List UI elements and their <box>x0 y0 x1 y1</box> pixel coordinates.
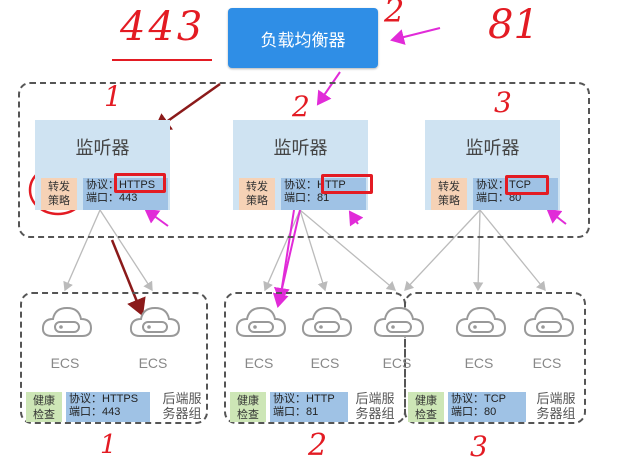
health-check: 健康 检查 <box>230 392 266 422</box>
backend-protocol-port: 协议：TCP 端口：80 <box>448 392 526 422</box>
ecs-node[interactable]: ECS <box>372 302 426 371</box>
magenta-arrow-port1 <box>144 208 169 227</box>
annotation-81: 81 <box>488 2 539 48</box>
listener-protocol-port: 协议：HTTP 端口：81 <box>281 178 366 210</box>
highlight-tcp <box>505 175 549 195</box>
protocol-value: TCP <box>509 179 531 191</box>
ecs-label: ECS <box>244 355 274 371</box>
backend-group-name: 后端服 务器组 <box>355 391 395 421</box>
cloud-server-icon <box>41 306 93 337</box>
annotation-group-2: 2 <box>308 428 328 463</box>
link-l3-ecs5 <box>404 209 481 291</box>
port-value: 81 <box>317 192 330 204</box>
link-l2-ecs3 <box>263 209 301 292</box>
listener-1[interactable]: 监听器 转发 策略 协议：HTTPS 端口：443 <box>35 120 170 210</box>
annotation-group-1: 1 <box>100 430 117 460</box>
listener-title: 监听器 <box>273 138 328 158</box>
listener-2[interactable]: 监听器 转发 策略 协议：HTTP 端口：81 <box>233 120 368 210</box>
magenta-arrow-port2 <box>348 210 364 227</box>
forward-policy: 转发 策略 <box>431 178 467 210</box>
backend-group-1 <box>20 292 208 424</box>
listener-3[interactable]: 监听器 转发 策略 协议：TCP 端口：80 <box>425 120 560 210</box>
cloud-server-icon <box>235 306 287 337</box>
port-value: 80 <box>509 192 522 204</box>
link-l3-ecs7 <box>479 209 546 292</box>
protocol-value: HTTPS <box>119 179 156 191</box>
ecs-node[interactable]: ECS <box>454 302 508 371</box>
highlight-http <box>321 174 373 194</box>
link-l3-ecs6 <box>472 209 484 292</box>
ecs-label: ECS <box>464 355 494 371</box>
magenta-arrow-tcp <box>546 208 567 225</box>
load-balancer-box[interactable]: 负载均衡器 <box>228 8 378 68</box>
highlight-https <box>114 173 166 193</box>
cloud-server-icon <box>523 306 575 337</box>
link-l2-ecs4 <box>299 209 328 292</box>
ecs-label: ECS <box>532 355 562 371</box>
health-check: 健康 检查 <box>408 392 444 422</box>
cloud-server-icon <box>301 306 353 337</box>
darkred-arrow-ecs2 <box>110 239 146 317</box>
backend-group-3 <box>404 292 586 424</box>
ecs-node[interactable]: ECS <box>522 302 576 371</box>
magenta-arrow-ecs3b <box>273 209 295 302</box>
load-balancer-label: 负载均衡器 <box>260 30 346 50</box>
annotation-listener-1: 1 <box>104 80 122 113</box>
ecs-node[interactable]: ECS <box>300 302 354 371</box>
cloud-server-icon <box>129 306 181 337</box>
port-value: 443 <box>119 192 138 204</box>
ecs-label: ECS <box>138 355 168 371</box>
forward-policy: 转发 策略 <box>239 178 275 210</box>
ecs-label: ECS <box>310 355 340 371</box>
health-check: 健康 检查 <box>26 392 62 422</box>
ecs-node[interactable]: ECS <box>40 302 94 371</box>
ecs-label: ECS <box>50 355 80 371</box>
magenta-arrow-lb <box>390 27 441 45</box>
annotation-top-center: 2 <box>384 0 405 30</box>
forward-policy: 转发 策略 <box>41 178 77 210</box>
listener-title: 监听器 <box>75 138 130 158</box>
listener-group <box>18 82 590 238</box>
annotation-listener-2: 2 <box>292 90 310 123</box>
ecs-node[interactable]: ECS <box>234 302 288 371</box>
annotation-443: 443 <box>120 4 206 50</box>
backend-protocol-port: 协议：HTTPS 端口：443 <box>66 392 150 422</box>
cloud-server-icon <box>455 306 507 337</box>
link-l2-ecs5 <box>299 209 396 291</box>
annotation-group-3: 3 <box>470 430 488 463</box>
ecs-label: ECS <box>382 355 412 371</box>
link-l1-ecs2 <box>99 209 153 292</box>
backend-protocol-port: 协议：HTTP 端口：81 <box>270 392 348 422</box>
cloud-server-icon <box>373 306 425 337</box>
annotation-listener-3: 3 <box>494 86 512 119</box>
magenta-arrow-listener2 <box>316 71 341 106</box>
link-l1-ecs1 <box>63 209 101 292</box>
backend-group-name: 后端服 务器组 <box>536 391 576 421</box>
backend-group-name: 后端服 务器组 <box>162 391 202 421</box>
listener-title: 监听器 <box>465 138 520 158</box>
ecs-node[interactable]: ECS <box>128 302 182 371</box>
listener-protocol-port: 协议：TCP 端口：80 <box>473 178 558 210</box>
protocol-value: HTTP <box>317 179 346 191</box>
listener-protocol-port: 协议：HTTPS 端口：443 <box>83 178 168 210</box>
